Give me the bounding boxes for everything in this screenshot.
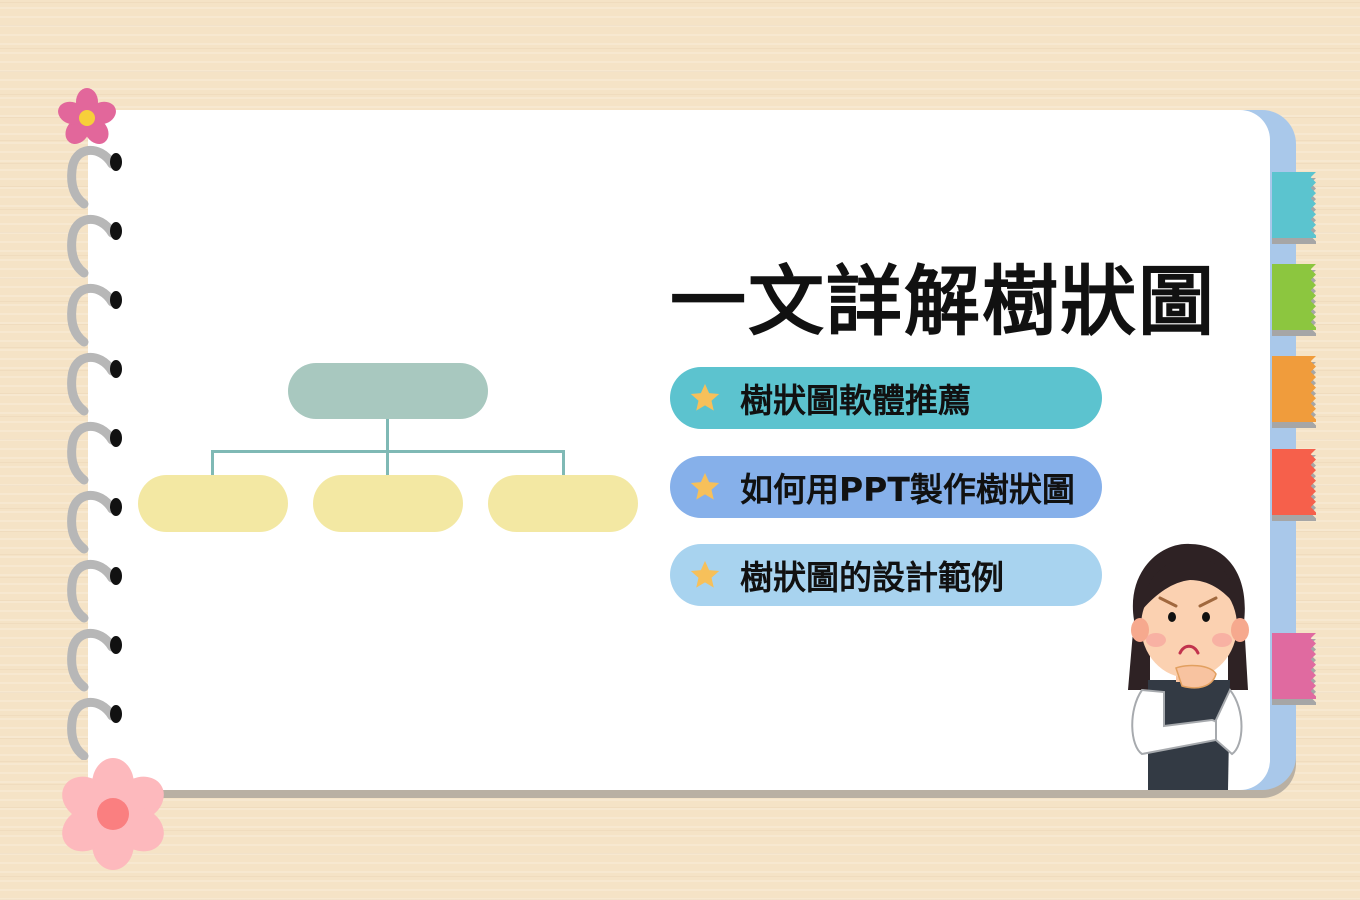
menu-item-examples[interactable]: 樹狀圖的設計範例 xyxy=(670,544,1102,606)
tree-connector xyxy=(386,419,389,476)
tab-orange[interactable] xyxy=(1272,356,1316,428)
tree-child-node xyxy=(488,475,638,532)
tab-pink[interactable] xyxy=(1272,633,1316,705)
menu-item-label: 樹狀圖軟體推薦 xyxy=(740,381,971,420)
star-icon xyxy=(690,383,720,411)
tree-connector xyxy=(562,450,565,476)
tree-connector xyxy=(211,450,565,453)
tree-child-node xyxy=(138,475,288,532)
menu-item-ppt[interactable]: 如何用PPT製作樹狀圖 xyxy=(670,456,1102,518)
tab-red[interactable] xyxy=(1272,449,1316,521)
page-title: 一文詳解樹狀圖 xyxy=(670,257,1216,346)
tab-green[interactable] xyxy=(1272,264,1316,336)
menu-item-software[interactable]: 樹狀圖軟體推薦 xyxy=(670,367,1102,429)
ring-icon xyxy=(60,145,140,760)
tree-root-node xyxy=(288,363,488,419)
star-icon xyxy=(690,472,720,500)
thinking-woman-illustration xyxy=(1128,543,1249,790)
tree-child-node xyxy=(313,475,463,532)
tab-cyan[interactable] xyxy=(1272,172,1316,244)
flower-icon xyxy=(58,88,116,144)
menu-item-label: 樹狀圖的設計範例 xyxy=(740,558,1004,597)
flower-icon xyxy=(62,758,164,870)
tree-connector xyxy=(211,450,214,476)
menu-item-label: 如何用PPT製作樹狀圖 xyxy=(740,470,1075,509)
star-icon xyxy=(690,560,720,588)
